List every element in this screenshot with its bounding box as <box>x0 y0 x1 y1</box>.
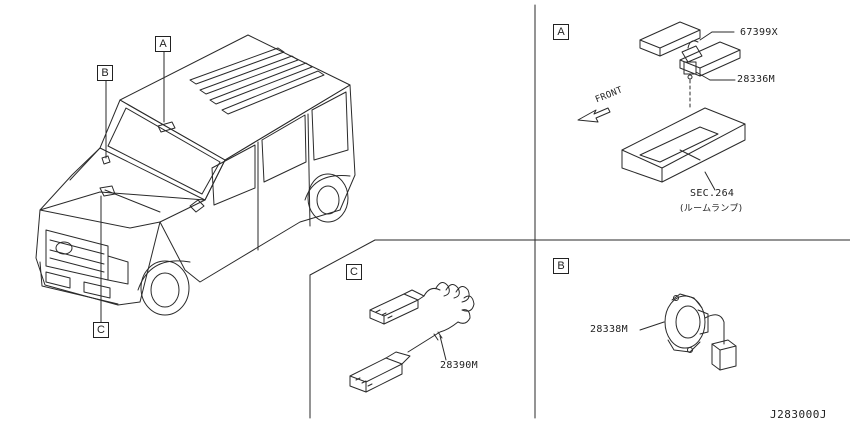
callout-box-b: B <box>97 65 113 81</box>
panel-dividers <box>309 4 850 419</box>
callout-box-a: A <box>155 36 171 52</box>
panel-b-label: B <box>553 258 569 274</box>
part-label-sec264: SEC.264 <box>690 188 735 199</box>
callout-box-c: C <box>93 322 109 338</box>
panel-c-label: C <box>346 264 362 280</box>
part-label-28336m: 28336M <box>737 74 775 85</box>
room-lamp-location <box>157 121 176 133</box>
part-label-28338m: 28338M <box>590 324 628 335</box>
drawing-id: J283000J <box>770 408 827 421</box>
panel-a-drawing <box>577 21 746 191</box>
panel-b-drawing <box>639 293 737 371</box>
panel-a-label: A <box>553 24 569 40</box>
part-label-room-lamp: (ルームランプ) <box>680 204 743 214</box>
vehicle-illustration <box>35 34 356 316</box>
part-label-28390m: 28390M <box>440 360 478 371</box>
part-label-67399x: 67399X <box>740 27 778 38</box>
panel-c-drawing <box>349 282 475 393</box>
